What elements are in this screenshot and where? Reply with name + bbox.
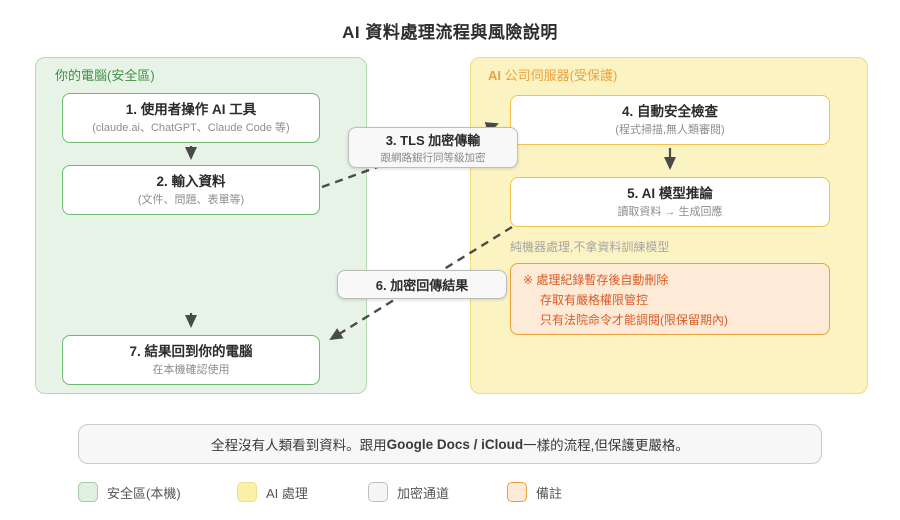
legend: 安全區(本機) AI 處理 加密通道 備註 [0, 482, 900, 506]
retention-note-line-3: 只有法院命令才能調閱(限保留期內) [540, 312, 728, 327]
step-3-title: 3. TLS 加密傳輸 [385, 133, 481, 148]
zone-server-label-rest: 公司伺服器(受保護) [501, 68, 618, 83]
zone-local-label: 你的電腦(安全區) [55, 68, 155, 83]
retention-note-box: ※ 處理紀錄暫存後自動刪除 存取有嚴格權限管控 只有法院命令才能調閱(限保留期內… [510, 263, 830, 335]
legend-swatch-yellow [237, 482, 257, 502]
step-5-ai-model-inference: 5. AI 模型推論 讀取資料 → 生成回應 [510, 177, 830, 227]
step-2-input-data: 2. 輸入資料 (文件、問題、表單等) [62, 165, 320, 215]
zone-server-label-prefix: AI [488, 68, 501, 83]
step-1-user-operates-ai-tool: 1. 使用者操作 AI 工具 (claude.ai、ChatGPT、Claude… [62, 93, 320, 143]
step-5-title: 5. AI 模型推論 [627, 185, 713, 201]
step-7-result-returns: 7. 結果回到你的電腦 在本機確認使用 [62, 335, 320, 385]
legend-swatch-orange [507, 482, 527, 502]
step-6-title: 6. 加密回傳結果 [375, 278, 469, 293]
summary-text-pre: 全程沒有人類看到資料。跟用 [211, 438, 387, 453]
legend-label-encrypted-channel: 加密通道 [397, 485, 450, 501]
step-1-title: 1. 使用者操作 AI 工具 [125, 101, 257, 117]
legend-item-safe-zone: 安全區(本機) [78, 482, 181, 502]
legend-swatch-gray [368, 482, 388, 502]
legend-label-notes: 備註 [536, 485, 563, 501]
step-4-auto-security-check: 4. 自動安全檢查 (程式掃描,無人類審閱) [510, 95, 830, 145]
legend-label-safe-zone: 安全區(本機) [107, 485, 181, 501]
summary-banner: 全程沒有人類看到資料。跟用 Google Docs / iCloud 一樣的流程… [78, 424, 822, 464]
summary-text-bold: Google Docs / iCloud [386, 436, 524, 452]
zone-server-label: AI 公司伺服器(受保護) [488, 65, 617, 84]
step-3-subtitle: 跟網路銀行同等級加密 [380, 152, 486, 164]
retention-note-line-1: ※ 處理紀錄暫存後自動刪除 [523, 273, 669, 287]
retention-note-line-2: 存取有嚴格權限管控 [540, 292, 649, 307]
step-7-subtitle: 在本機確認使用 [152, 363, 230, 376]
step-4-subtitle: (程式掃描,無人類審閱) [615, 123, 725, 136]
legend-item-notes: 備註 [507, 482, 562, 502]
step-3-tls-encryption: 3. TLS 加密傳輸 跟網路銀行同等級加密 [348, 127, 518, 168]
step-1-subtitle: (claude.ai、ChatGPT、Claude Code 等) [92, 121, 290, 134]
legend-item-encrypted-channel: 加密通道 [368, 482, 449, 502]
summary-text-post: 一樣的流程,但保護更嚴格。 [523, 438, 689, 453]
step-5-subtitle: 讀取資料 → 生成回應 [617, 205, 723, 218]
page-title: AI 資料處理流程與風險說明 [342, 23, 558, 42]
legend-swatch-green [78, 482, 98, 502]
step-2-title: 2. 輸入資料 [156, 173, 226, 189]
step-4-title: 4. 自動安全檢查 [621, 103, 718, 119]
step-2-subtitle: (文件、問題、表單等) [137, 193, 245, 206]
step-6-encrypted-return: 6. 加密回傳結果 [337, 270, 507, 299]
machine-only-note: 純機器處理,不拿資料訓練模型 [510, 240, 670, 254]
step-7-title: 7. 結果回到你的電腦 [129, 343, 253, 359]
legend-label-ai-processing: AI 處理 [266, 485, 308, 501]
legend-item-ai-processing: AI 處理 [237, 482, 308, 502]
